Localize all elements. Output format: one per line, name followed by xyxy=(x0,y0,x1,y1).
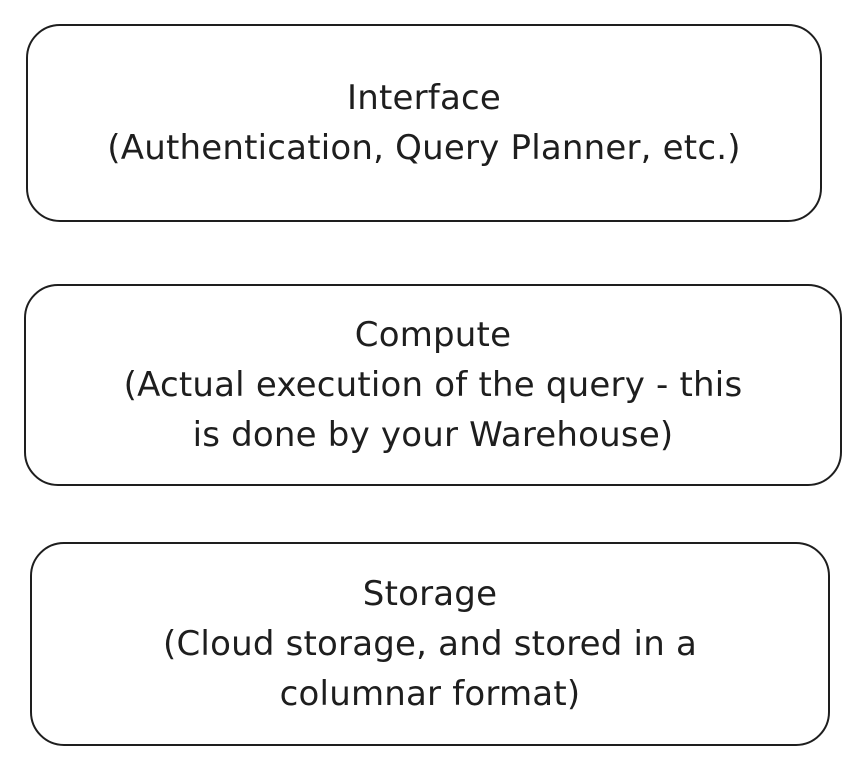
compute-layer-box: Compute (Actual execution of the query -… xyxy=(24,284,842,486)
storage-layer-title: Storage xyxy=(362,574,498,614)
storage-layer-description-line-2: columnar format) xyxy=(279,674,581,714)
compute-layer-description-line-2: is done by your Warehouse) xyxy=(192,415,674,455)
compute-layer-description-line-1: (Actual execution of the query - this xyxy=(123,365,743,405)
interface-layer-description: (Authentication, Query Planner, etc.) xyxy=(107,128,741,168)
compute-layer-title: Compute xyxy=(354,315,512,355)
interface-layer-title: Interface xyxy=(346,78,502,118)
storage-layer-description-line-1: (Cloud storage, and stored in a xyxy=(163,624,697,664)
interface-layer-box: Interface (Authentication, Query Planner… xyxy=(26,24,822,222)
storage-layer-box: Storage (Cloud storage, and stored in a … xyxy=(30,542,830,746)
